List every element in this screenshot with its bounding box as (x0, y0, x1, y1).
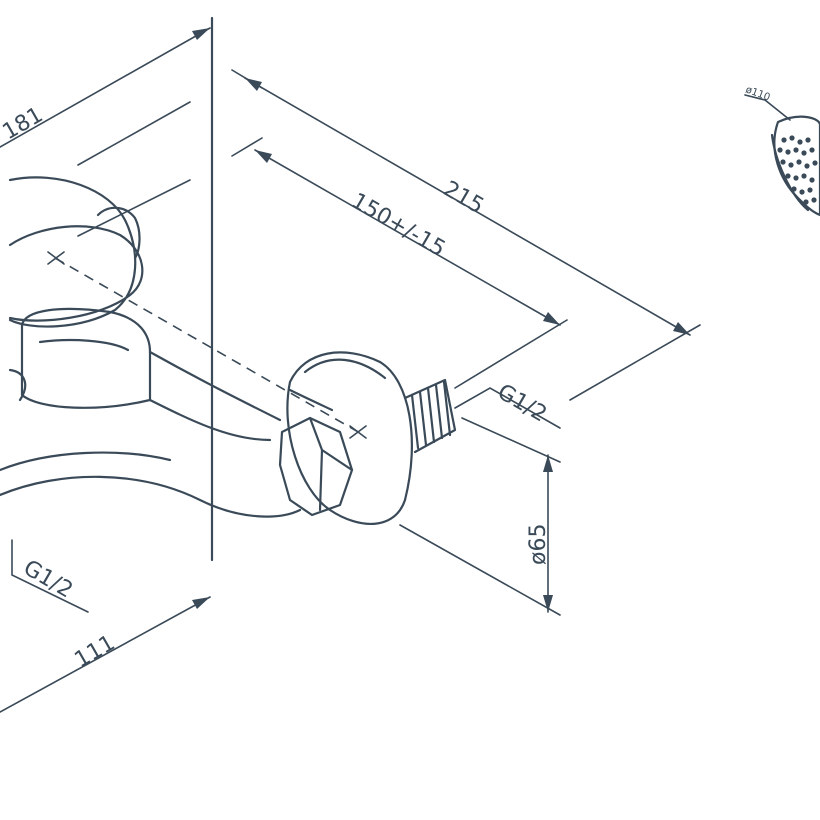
hex-nut (278, 416, 354, 517)
dimension-flange: ø65 (399, 417, 561, 616)
dimension-215-label: 215 (439, 177, 488, 220)
dimension-111-label: 111 (71, 631, 120, 674)
center-line (47, 251, 367, 439)
thread-bottom-label: G1/2 (19, 556, 77, 604)
shower-diameter-label: ø110 (744, 84, 771, 103)
spout-arm (0, 350, 302, 518)
dimension-111: 111 (0, 596, 211, 713)
thread-right-label: G1/2 (493, 380, 551, 428)
thread-callout-right: G1/2 (454, 380, 561, 429)
threaded-connector (403, 378, 457, 454)
dimension-150: 150+/-15 (231, 137, 568, 389)
dimension-181: 181 (0, 27, 211, 237)
dimension-181-label: 181 (0, 103, 47, 146)
dimension-150-label: 150+/-15 (347, 189, 449, 263)
thread-callout-bottom: G1/2 (11, 539, 89, 613)
shower-head: ø110 (744, 84, 820, 217)
shower-nozzles (777, 135, 818, 205)
dimension-215: 215 (231, 69, 701, 401)
faucet-body (8, 176, 152, 409)
wall-flange (286, 351, 413, 526)
dimension-flange-label: ø65 (526, 524, 551, 565)
